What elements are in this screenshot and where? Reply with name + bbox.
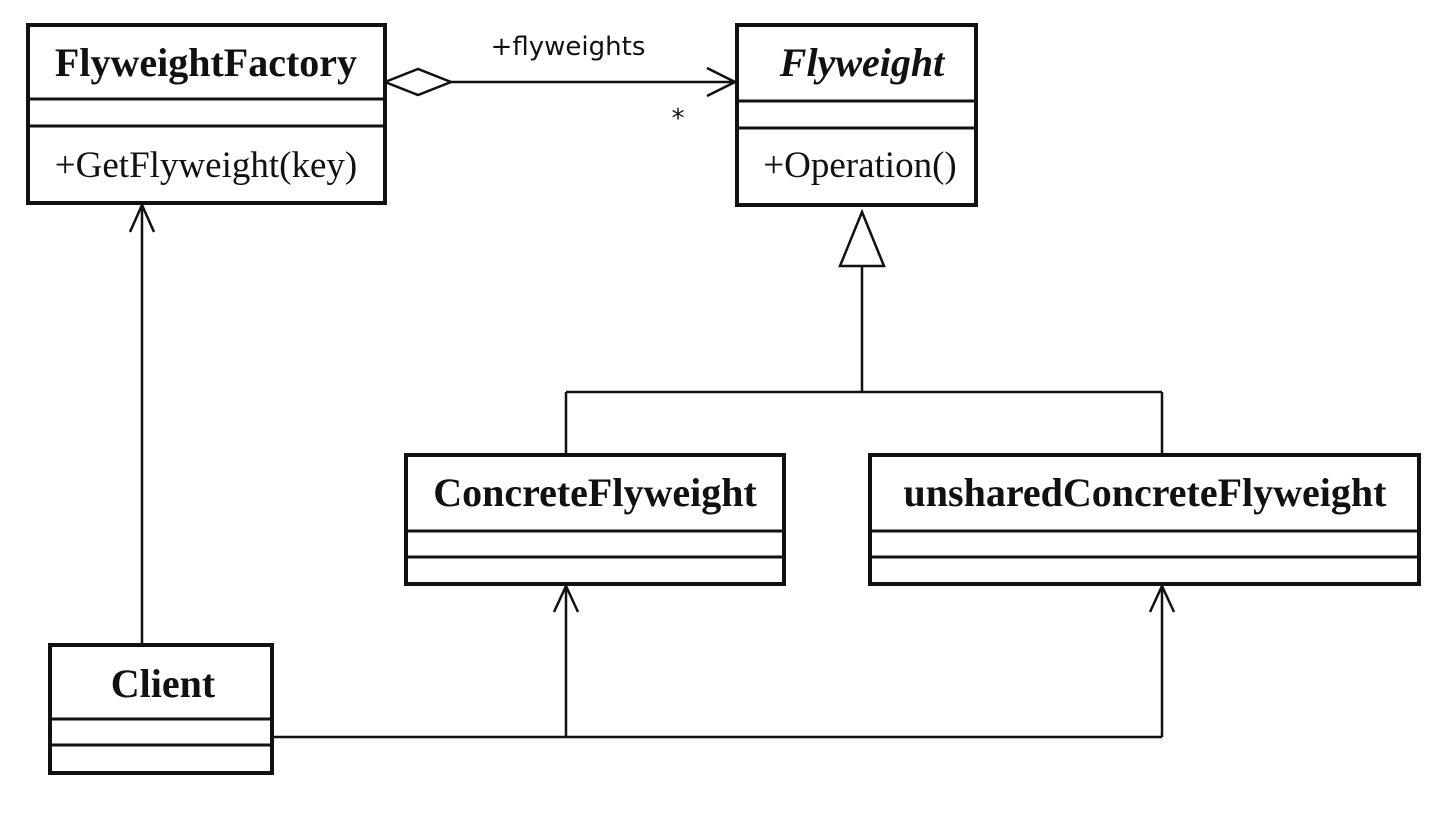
class-client[interactable]: Client <box>48 643 274 775</box>
association-client-to-factory <box>128 201 156 645</box>
generalization-to-flyweight <box>564 208 1164 455</box>
class-name: FlyweightFactory <box>55 40 357 85</box>
class-name: Flyweight <box>779 40 946 85</box>
class-operation: +Operation() <box>763 145 956 186</box>
generalization-triangle <box>838 208 886 268</box>
class-name: ConcreteFlyweight <box>433 470 757 515</box>
association-multiplicity: * <box>672 104 685 134</box>
association-client-to-concrete <box>274 583 1176 739</box>
aggregation-diamond <box>381 67 455 97</box>
class-concrete-flyweight[interactable]: ConcreteFlyweight <box>404 453 786 586</box>
class-operation: +GetFlyweight(key) <box>55 145 357 186</box>
aggregation-factory-to-flyweight <box>381 66 738 98</box>
class-unshared-concrete-flyweight[interactable]: unsharedConcreteFlyweight <box>868 453 1421 586</box>
class-name: unsharedConcreteFlyweight <box>904 470 1388 515</box>
class-name: Client <box>111 661 216 706</box>
association-role-label: +flyweights <box>491 32 646 62</box>
class-flyweight-factory[interactable]: FlyweightFactory +GetFlyweight(key) <box>26 23 387 205</box>
class-flyweight[interactable]: Flyweight +Operation() <box>735 23 978 207</box>
